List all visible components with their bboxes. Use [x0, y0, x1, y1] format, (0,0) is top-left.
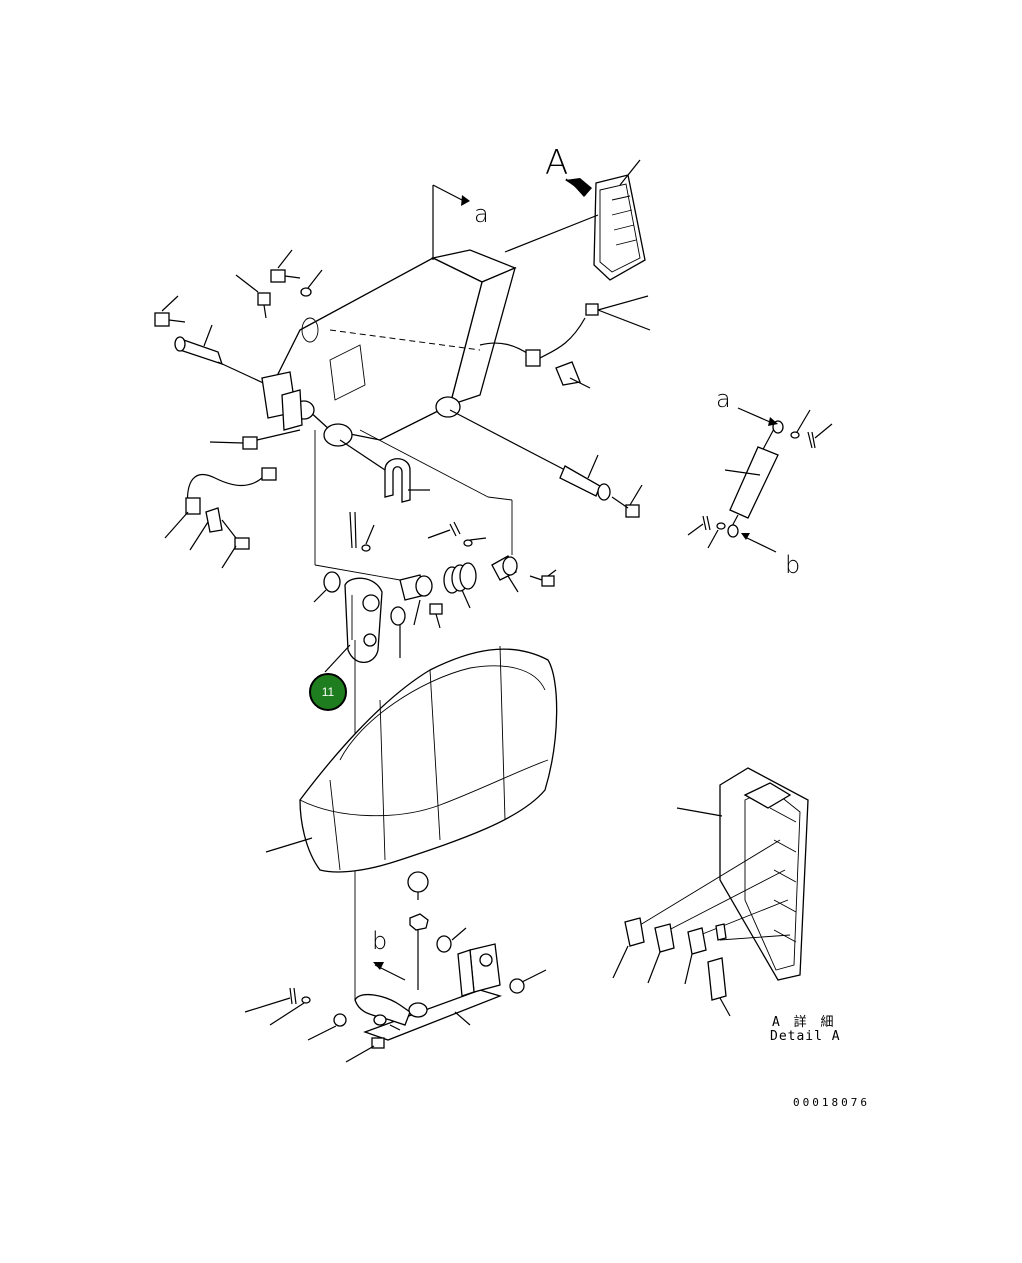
clip-center	[339, 439, 430, 503]
cotter-pin-left	[349, 511, 375, 552]
relay-4	[715, 923, 727, 941]
bushing-lower-left	[307, 1013, 347, 1041]
detail-a-housing	[639, 767, 809, 981]
leader-line	[359, 429, 489, 498]
lower-linkage	[354, 993, 428, 1031]
cotter-pin-lower	[244, 987, 311, 1026]
connection-label-b-bottom: b	[372, 927, 388, 955]
bolt-upper-left-1	[270, 249, 301, 283]
controller-box	[593, 159, 646, 281]
pivot-hub	[491, 555, 519, 593]
nut	[409, 913, 429, 990]
detail-caption-japanese: A 詳 細	[772, 1015, 837, 1030]
cotter-pin-right	[427, 521, 487, 547]
boot-cover	[265, 645, 558, 873]
arrow-b-lower	[373, 962, 406, 981]
relay-2	[647, 923, 675, 984]
lever-arm	[324, 577, 383, 673]
bracket-fittings	[261, 371, 303, 431]
connection-label-a-right: a	[716, 385, 731, 413]
bolt-right-mid	[529, 569, 557, 587]
bolt-far-left	[154, 295, 186, 327]
cable-harness-left	[164, 467, 277, 569]
bolt-lower	[345, 1037, 385, 1063]
bolt-upper-left-2	[235, 274, 271, 319]
spacer	[390, 606, 406, 658]
bolt-mid	[429, 603, 443, 629]
pin-right	[449, 409, 643, 518]
connection-label-a-top: a	[474, 200, 489, 228]
cap-lower	[509, 969, 547, 994]
connection-label-b-right: b	[785, 551, 801, 579]
leader-line	[314, 564, 401, 581]
bushing-lower	[436, 927, 467, 953]
fuse-holder	[707, 957, 731, 1017]
bushing	[313, 571, 341, 603]
leader-line	[487, 496, 513, 501]
base-plate	[363, 943, 502, 1041]
relay-3	[684, 927, 707, 985]
detail-caption-english: Detail A	[770, 1029, 841, 1044]
view-arrow-a	[565, 178, 592, 197]
view-letter-a: A	[545, 143, 569, 183]
knob	[407, 871, 429, 900]
sensor-connector	[209, 429, 301, 450]
washer-upper-left	[300, 269, 323, 297]
spring	[443, 562, 477, 609]
gas-spring	[687, 407, 833, 553]
harness-connector-right	[479, 295, 651, 389]
lock-hub	[399, 574, 433, 626]
relay-1	[612, 917, 645, 979]
callout-badge-11[interactable]: 11	[309, 673, 347, 711]
drawing-number: 00018076	[793, 1096, 870, 1109]
mount-bracket	[274, 184, 599, 447]
